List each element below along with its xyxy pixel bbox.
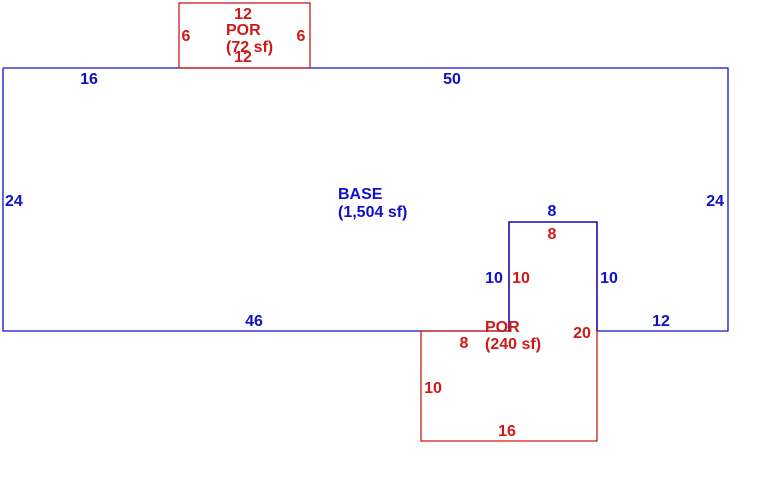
dim-por-bottom-right: 20 — [573, 325, 591, 342]
base-area-size: (1,504 sf) — [338, 204, 407, 221]
dim-notch-left: 10 — [485, 270, 503, 287]
dim-por-bottom-bottom: 16 — [498, 423, 516, 440]
dim-notch-top: 8 — [548, 203, 557, 220]
dim-por-bottom-step: 8 — [460, 335, 469, 352]
base-area-name: BASE — [338, 186, 383, 203]
dim-notch-right: 10 — [600, 270, 618, 287]
dim-por-top-bottom: 12 — [234, 49, 252, 66]
dim-base-left: 24 — [5, 193, 23, 210]
dim-por-top-right: 6 — [297, 28, 306, 45]
dim-por-bottom-left: 10 — [424, 380, 442, 397]
dim-base-bottom-right: 12 — [652, 313, 670, 330]
dim-base-top-right: 50 — [443, 71, 461, 88]
dim-por-top-left: 6 — [182, 28, 191, 45]
dim-base-top-left: 16 — [80, 71, 98, 88]
por-top-area-name: POR — [226, 22, 261, 39]
por-top-outline — [178, 2, 311, 69]
por-bottom-area-name: POR — [485, 319, 520, 336]
por-top-area-size: (72 sf) — [226, 39, 273, 56]
dim-por-bottom-notch-top: 8 — [548, 226, 557, 243]
por-bottom-area-size: (240 sf) — [485, 336, 541, 353]
dim-base-bottom-left: 46 — [245, 313, 263, 330]
dim-por-top-top: 12 — [234, 6, 252, 23]
dim-base-right: 24 — [706, 193, 724, 210]
base-notch-outline — [508, 221, 598, 331]
dim-por-bottom-notch-left: 10 — [512, 270, 530, 287]
